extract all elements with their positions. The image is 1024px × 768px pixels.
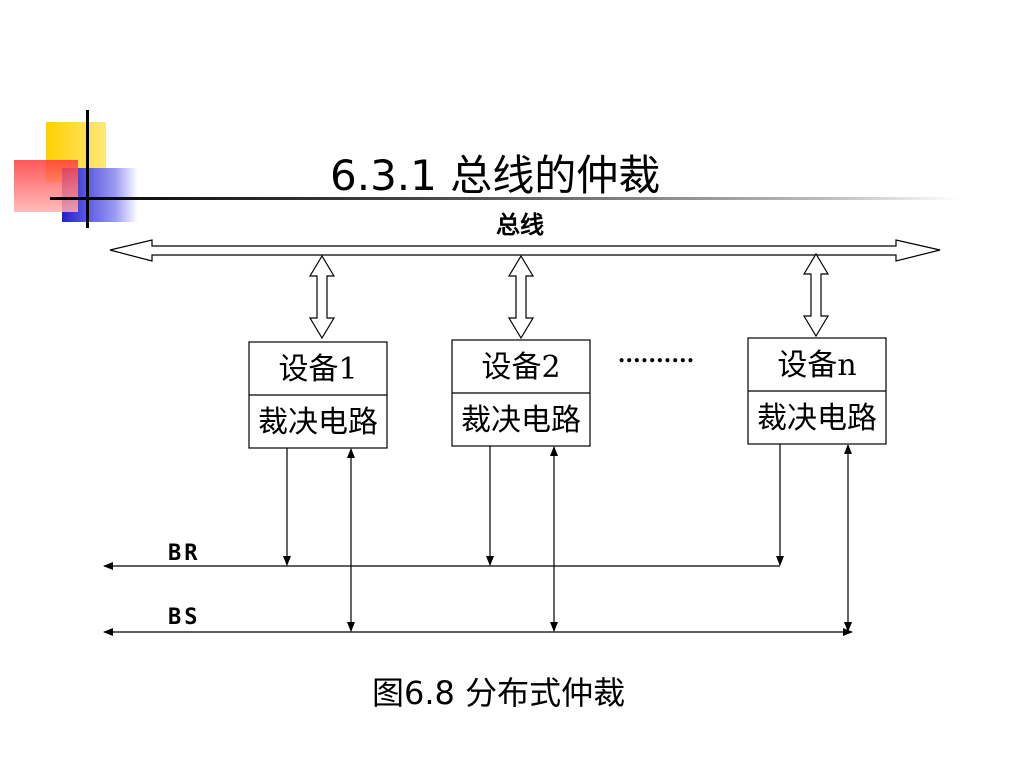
bus-arrow	[109, 239, 941, 262]
bus-connector-2	[507, 254, 535, 340]
device-n-circuit: 裁决电路	[757, 401, 877, 436]
bus-connector-n	[802, 252, 830, 338]
deco-horizontal-line	[50, 197, 960, 200]
device-1-name: 设备1	[278, 352, 357, 387]
figure-caption: 图6.8 分布式仲裁	[372, 674, 626, 712]
device-1-box: 设备1 裁决电路	[248, 341, 388, 449]
device-n-name: 设备n	[777, 348, 856, 383]
deco-vertical-line	[86, 110, 89, 228]
bs-label: BS	[168, 605, 201, 630]
bus-label: 总线	[496, 211, 544, 239]
device-1-circuit: 裁决电路	[258, 405, 378, 440]
slide-decoration	[0, 100, 960, 240]
device-2-circuit: 裁决电路	[461, 403, 581, 438]
deco-red-square	[14, 160, 78, 212]
br-label: BR	[168, 541, 201, 566]
device-n-box: 设备n 裁决电路	[747, 337, 887, 445]
bus-connector-1	[308, 254, 336, 340]
device-2-name: 设备2	[481, 350, 560, 385]
slide-title: 6.3.1 总线的仲裁	[330, 151, 661, 200]
device-ellipsis: ..........	[618, 342, 695, 368]
device-2-box: 设备2 裁决电路	[451, 339, 591, 447]
